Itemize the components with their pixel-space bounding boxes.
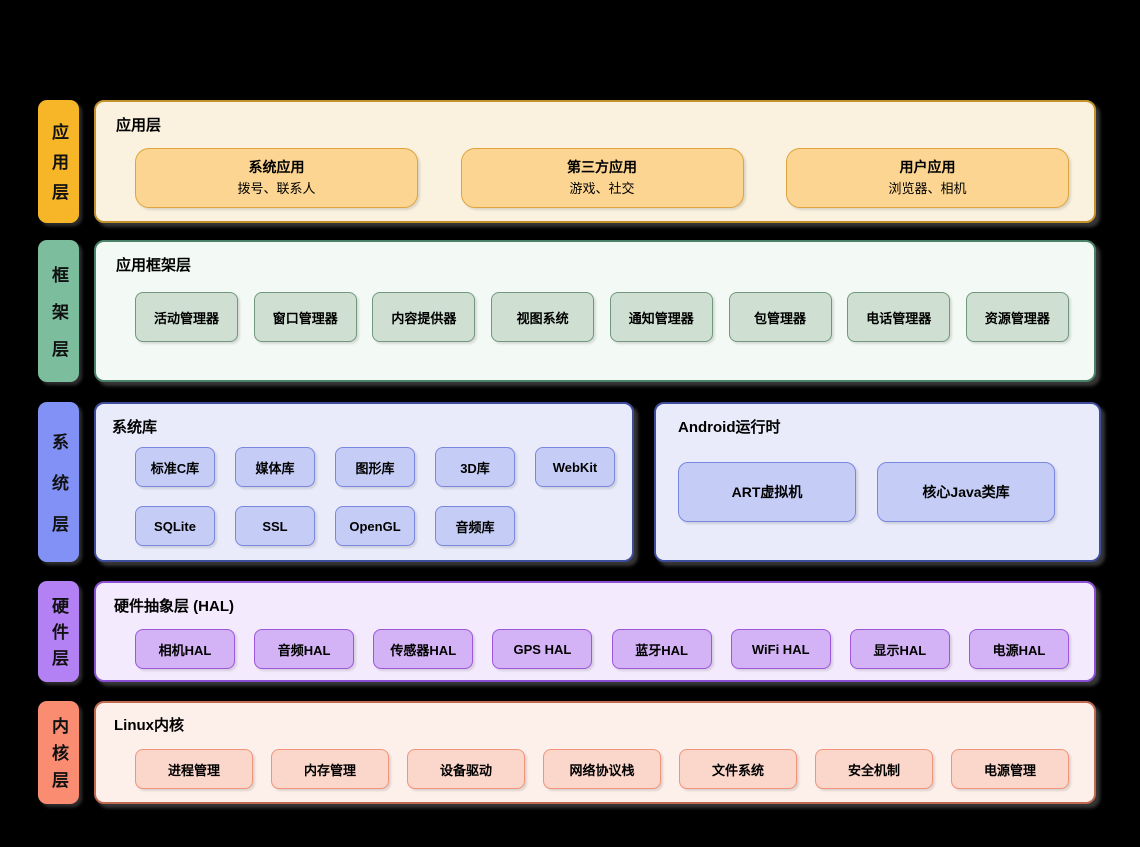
panel-hal: 硬件抽象层 (HAL) 相机HAL 音频HAL 传感器HAL GPS HAL 蓝… bbox=[94, 581, 1096, 682]
application-cards: 系统应用 拨号、联系人 第三方应用 游戏、社交 用户应用 浏览器、相机 bbox=[135, 148, 1069, 208]
chip-package-manager: 包管理器 bbox=[728, 292, 832, 342]
chip-sqlite: SQLite bbox=[135, 506, 215, 546]
chip-wifi-hal: WiFi HAL bbox=[730, 629, 831, 669]
chip-bluetooth-hal: 蓝牙HAL bbox=[611, 629, 712, 669]
chip-telephony-manager: 电话管理器 bbox=[847, 292, 951, 342]
runtime-cards: ART虚拟机 核心Java类库 bbox=[678, 462, 1099, 522]
chip-media-lib: 媒体库 bbox=[235, 447, 315, 487]
chip-process-management: 进程管理 bbox=[135, 749, 253, 789]
chip-power-hal: 电源HAL bbox=[968, 629, 1069, 669]
chip-3d-lib: 3D库 bbox=[435, 447, 515, 487]
chip-graphics-lib: 图形库 bbox=[335, 447, 415, 487]
card-subtitle: 游戏、社交 bbox=[569, 181, 635, 197]
panel-title-linux-kernel: Linux内核 bbox=[114, 717, 184, 734]
chip-file-system: 文件系统 bbox=[679, 749, 797, 789]
card-core-java-libs: 核心Java类库 bbox=[877, 462, 1055, 522]
card-art-vm: ART虚拟机 bbox=[678, 462, 856, 522]
card-subtitle: 浏览器、相机 bbox=[888, 181, 967, 197]
card-thirdparty-apps: 第三方应用 游戏、社交 bbox=[460, 148, 744, 208]
chip-window-manager: 窗口管理器 bbox=[253, 292, 357, 342]
card-subtitle: 拨号、联系人 bbox=[237, 181, 316, 197]
chip-notification-manager: 通知管理器 bbox=[609, 292, 713, 342]
sidebar-hardware-layer: 硬件层 bbox=[38, 581, 79, 682]
sidebar-application-layer: 应用层 bbox=[38, 100, 79, 223]
sidebar-system-layer: 系统层 bbox=[38, 402, 79, 562]
chip-activity-manager: 活动管理器 bbox=[135, 292, 238, 342]
panel-title-application: 应用层 bbox=[116, 117, 162, 134]
chip-device-drivers: 设备驱动 bbox=[407, 749, 525, 789]
panel-android-runtime: Android运行时 ART虚拟机 核心Java类库 bbox=[654, 402, 1101, 562]
panel-title-hal: 硬件抽象层 (HAL) bbox=[114, 598, 234, 615]
layer-hardware: 硬件层 硬件抽象层 (HAL) 相机HAL 音频HAL 传感器HAL GPS H… bbox=[0, 581, 1140, 682]
chip-audio-lib: 音频库 bbox=[435, 506, 515, 546]
chip-content-provider: 内容提供器 bbox=[372, 292, 476, 342]
card-title: 系统应用 bbox=[248, 158, 305, 175]
hal-cards: 相机HAL 音频HAL 传感器HAL GPS HAL 蓝牙HAL WiFi HA… bbox=[135, 629, 1069, 669]
layer-application: 应用层 应用层 系统应用 拨号、联系人 第三方应用 游戏、社交 用户应用 浏览器… bbox=[0, 100, 1140, 223]
chip-resource-manager: 资源管理器 bbox=[965, 292, 1069, 342]
chip-display-hal: 显示HAL bbox=[849, 629, 950, 669]
layer-framework: 框架层 应用框架层 活动管理器 窗口管理器 内容提供器 视图系统 通知管理器 包… bbox=[0, 240, 1140, 382]
layer-system: 系统层 系统库 标准C库 媒体库 图形库 3D库 WebKit SQLite S… bbox=[0, 402, 1140, 562]
system-libs-row-1: 标准C库 媒体库 图形库 3D库 WebKit bbox=[135, 447, 632, 487]
chip-sensor-hal: 传感器HAL bbox=[373, 629, 474, 669]
panel-system-libraries: 系统库 标准C库 媒体库 图形库 3D库 WebKit SQLite SSL O… bbox=[94, 402, 634, 562]
panel-application: 应用层 系统应用 拨号、联系人 第三方应用 游戏、社交 用户应用 浏览器、相机 bbox=[94, 100, 1096, 223]
panel-title-framework: 应用框架层 bbox=[116, 257, 192, 274]
chip-webkit: WebKit bbox=[535, 447, 615, 487]
chip-libc: 标准C库 bbox=[135, 447, 215, 487]
layer-kernel: 内核层 Linux内核 进程管理 内存管理 设备驱动 网络协议栈 文件系统 安全… bbox=[0, 701, 1140, 804]
panel-linux-kernel: Linux内核 进程管理 内存管理 设备驱动 网络协议栈 文件系统 安全机制 电… bbox=[94, 701, 1096, 804]
framework-cards: 活动管理器 窗口管理器 内容提供器 视图系统 通知管理器 包管理器 电话管理器 … bbox=[135, 292, 1069, 342]
system-libs-row-2: SQLite SSL OpenGL 音频库 bbox=[135, 506, 632, 546]
panel-framework: 应用框架层 活动管理器 窗口管理器 内容提供器 视图系统 通知管理器 包管理器 … bbox=[94, 240, 1096, 382]
kernel-cards: 进程管理 内存管理 设备驱动 网络协议栈 文件系统 安全机制 电源管理 bbox=[135, 749, 1069, 789]
sidebar-framework-layer: 框架层 bbox=[38, 240, 79, 382]
card-system-apps: 系统应用 拨号、联系人 bbox=[135, 148, 418, 208]
chip-view-system: 视图系统 bbox=[491, 292, 595, 342]
chip-network-stack: 网络协议栈 bbox=[543, 749, 661, 789]
card-user-apps: 用户应用 浏览器、相机 bbox=[786, 148, 1069, 208]
panel-title-android-runtime: Android运行时 bbox=[678, 419, 781, 436]
chip-audio-hal: 音频HAL bbox=[254, 629, 355, 669]
chip-security-mechanism: 安全机制 bbox=[815, 749, 933, 789]
chip-ssl: SSL bbox=[235, 506, 315, 546]
panel-title-system-libraries: 系统库 bbox=[112, 419, 158, 436]
card-title: 用户应用 bbox=[899, 158, 956, 175]
chip-memory-management: 内存管理 bbox=[271, 749, 389, 789]
chip-opengl: OpenGL bbox=[335, 506, 415, 546]
chip-camera-hal: 相机HAL bbox=[135, 629, 235, 669]
card-title: 第三方应用 bbox=[567, 158, 637, 175]
chip-power-management: 电源管理 bbox=[951, 749, 1069, 789]
chip-gps-hal: GPS HAL bbox=[492, 629, 593, 669]
sidebar-kernel-layer: 内核层 bbox=[38, 701, 79, 804]
